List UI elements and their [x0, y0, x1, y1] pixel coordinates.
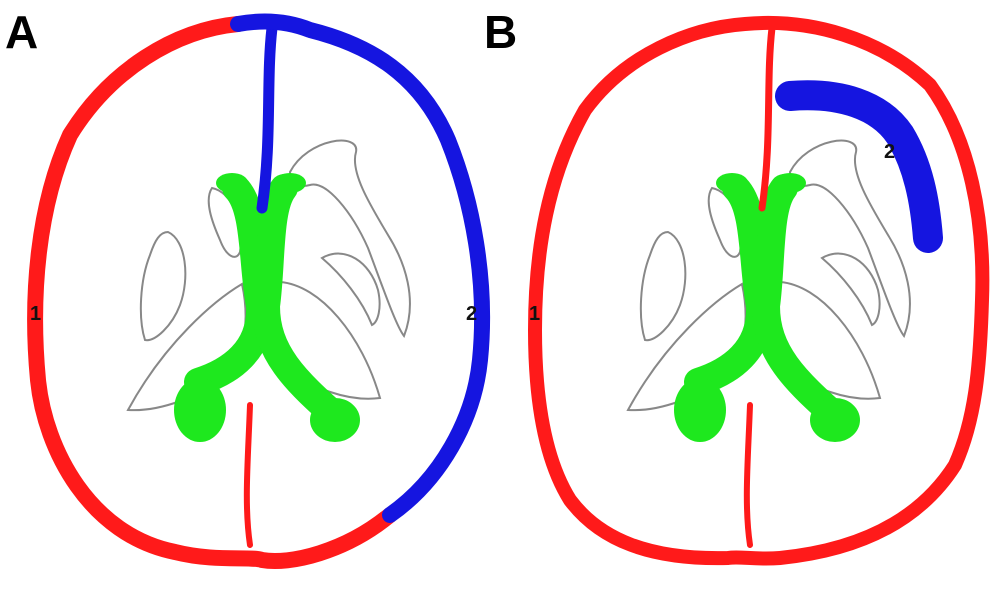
panel-a-left-frontal-horn	[216, 173, 248, 193]
panel-a-left-ventricle	[184, 174, 275, 396]
panel-a-red-boundary	[27, 16, 398, 569]
panel-a: A 1 2	[5, 6, 491, 569]
panel-b-ventricles	[674, 173, 860, 442]
panel-b-lower-falx	[743, 402, 753, 548]
panel-a-upper-falx	[256, 22, 278, 214]
panel-a-left-putamen	[139, 230, 187, 342]
panel-a-lower-falx	[243, 402, 253, 548]
panel-a-right-ventricle	[252, 174, 354, 434]
panel-a-left-temporal-horn	[174, 378, 226, 442]
panel-b-right-frontal-horn	[774, 173, 806, 193]
panel-b-orange-structures	[639, 139, 911, 342]
panel-b-right-putamen	[820, 252, 881, 327]
panel-a-ventricles	[174, 173, 360, 442]
panel-b-right-caudate	[788, 139, 911, 338]
panel-b-left-frontal-horn	[716, 173, 748, 193]
panel-a-blue-boundary	[230, 13, 491, 523]
panel-b-upper-falx	[758, 24, 776, 212]
panel-a-letter: A	[5, 6, 38, 58]
panel-b: B 1 2	[484, 6, 990, 566]
panel-b-left-ventricle	[684, 174, 775, 396]
panel-a-label-2: 2	[466, 303, 477, 325]
panel-a-right-temporal-horn	[310, 398, 360, 442]
panel-a-label-1: 1	[30, 303, 41, 325]
panel-a-right-caudate	[288, 139, 411, 338]
panel-a-right-frontal-horn	[274, 173, 306, 193]
panel-b-blue-crescent	[775, 80, 943, 253]
panel-b-label-2: 2	[884, 141, 895, 163]
panel-b-letter: B	[484, 6, 517, 58]
panel-b-left-putamen	[639, 230, 687, 342]
panel-b-label-1: 1	[529, 303, 540, 325]
panel-b-right-temporal-horn	[810, 398, 860, 442]
panel-a-right-putamen	[320, 252, 381, 327]
panel-b-right-ventricle	[752, 174, 854, 434]
panel-b-left-temporal-horn	[674, 378, 726, 442]
panel-b-red-boundary	[528, 15, 990, 566]
